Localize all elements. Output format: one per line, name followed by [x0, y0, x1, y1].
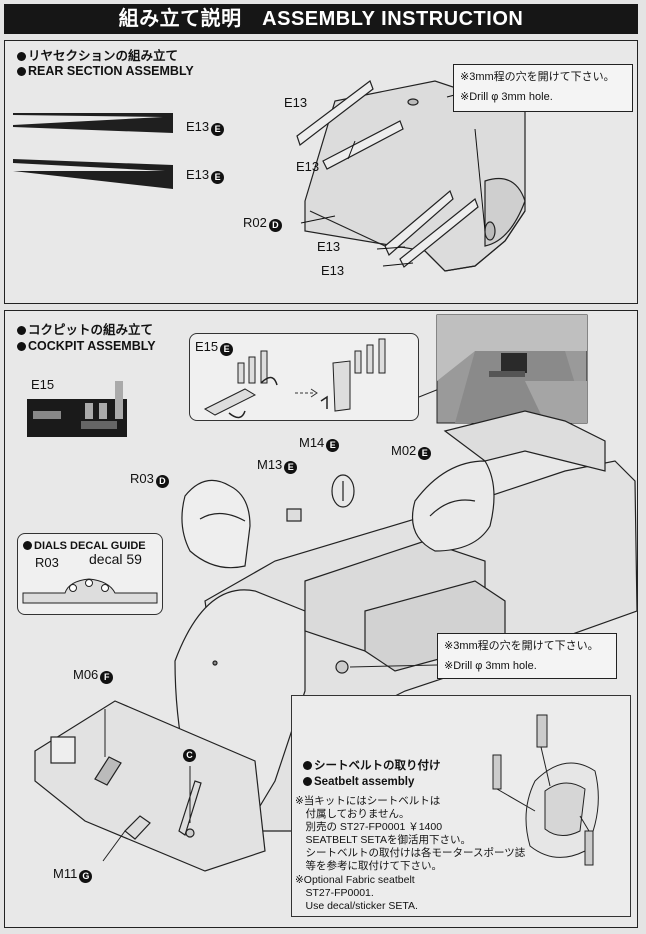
page-title: 組み立て説明 ASSEMBLY INSTRUCTION	[4, 4, 638, 34]
seatbelt-line-9: Use decal/sticker SETA.	[295, 900, 418, 912]
bullet-icon	[303, 761, 312, 770]
e-badge-icon: E	[418, 447, 432, 460]
bullet-icon	[17, 342, 26, 351]
seatbelt-line-3: 別売の ST27-FP0001 ￥1400	[295, 821, 443, 833]
e15-part-label: E15	[31, 377, 55, 392]
dials-r03-label: R03	[35, 555, 59, 570]
cockpit-photo-detail	[436, 314, 588, 424]
seatbelt-line-2: 付属しておりません。	[295, 808, 410, 820]
cockpit-drill-note: ※3mm程の穴を開けて下さい。 ※Drill φ 3mm hole.	[437, 633, 617, 679]
seatbelt-line-8: ST27-FP0001.	[295, 887, 374, 899]
cockpit-note-en: ※Drill φ 3mm hole.	[444, 660, 537, 672]
seatbelt-line-6: 等を参考に取付けて下さい。	[295, 860, 442, 872]
e13-label-6: E13	[321, 263, 345, 278]
cockpit-heading-en: COCKPIT ASSEMBLY	[17, 339, 156, 353]
g-badge-icon: G	[79, 870, 93, 883]
bullet-icon	[17, 67, 26, 76]
f-badge-icon: F	[100, 671, 114, 684]
dials-decal-guide-title: DIALS DECAL GUIDE	[23, 539, 146, 553]
e13-label-5: E13	[317, 239, 341, 254]
e-badge-icon: E	[284, 461, 298, 474]
seatbelt-line-1: ※当キットにはシートベルトは	[295, 795, 441, 807]
rear-note-en: ※Drill φ 3mm hole.	[460, 91, 553, 103]
bullet-icon	[23, 541, 32, 550]
c-badge-icon: C	[183, 749, 196, 762]
rear-heading-jp: リヤセクションの組み立て	[17, 49, 178, 63]
rear-drill-note: ※3mm程の穴を開けて下さい。 ※Drill φ 3mm hole.	[453, 64, 633, 112]
d-badge-icon: D	[155, 475, 169, 488]
e-badge-icon: E	[211, 123, 225, 136]
dials-decal-diagram	[22, 578, 158, 604]
e15-pedal-part-illustration	[27, 381, 127, 437]
dials-decal-label: decal 59	[89, 551, 142, 567]
rear-body-illustration	[296, 80, 526, 272]
seatbelt-heading-jp: シートベルトの取り付け	[303, 759, 441, 773]
d-badge-icon: D	[268, 219, 282, 232]
c-part-label: C	[181, 745, 196, 762]
floor-detail-illustration	[34, 700, 266, 872]
e13-wedge-parts-illustration	[13, 113, 173, 189]
seatbelt-line-4: SEATBELT SETAを御活用下さい。	[295, 834, 471, 846]
seatbelt-illustration	[492, 714, 599, 866]
e13-label-3: E13	[284, 95, 308, 110]
seatbelt-line-5: シートベルトの取付けは各モータースポーツ誌	[295, 847, 526, 859]
e13-label-4: E13	[296, 159, 320, 174]
seatbelt-line-7: ※Optional Fabric seatbelt	[295, 874, 415, 886]
e15-assembly-diagram	[203, 338, 490, 419]
cockpit-heading-jp: コクピットの組み立て	[17, 323, 153, 337]
seatbelt-heading-en: Seatbelt assembly	[303, 775, 414, 789]
e-badge-icon: E	[211, 171, 225, 184]
bullet-icon	[303, 777, 312, 786]
bullet-icon	[17, 326, 26, 335]
e-badge-icon: E	[326, 439, 340, 452]
cockpit-note-jp: ※3mm程の穴を開けて下さい。	[444, 640, 599, 652]
rear-note-jp: ※3mm程の穴を開けて下さい。	[460, 71, 615, 83]
rear-heading-en: REAR SECTION ASSEMBLY	[17, 64, 194, 78]
bullet-icon	[17, 52, 26, 61]
e-badge-icon: E	[220, 343, 234, 356]
